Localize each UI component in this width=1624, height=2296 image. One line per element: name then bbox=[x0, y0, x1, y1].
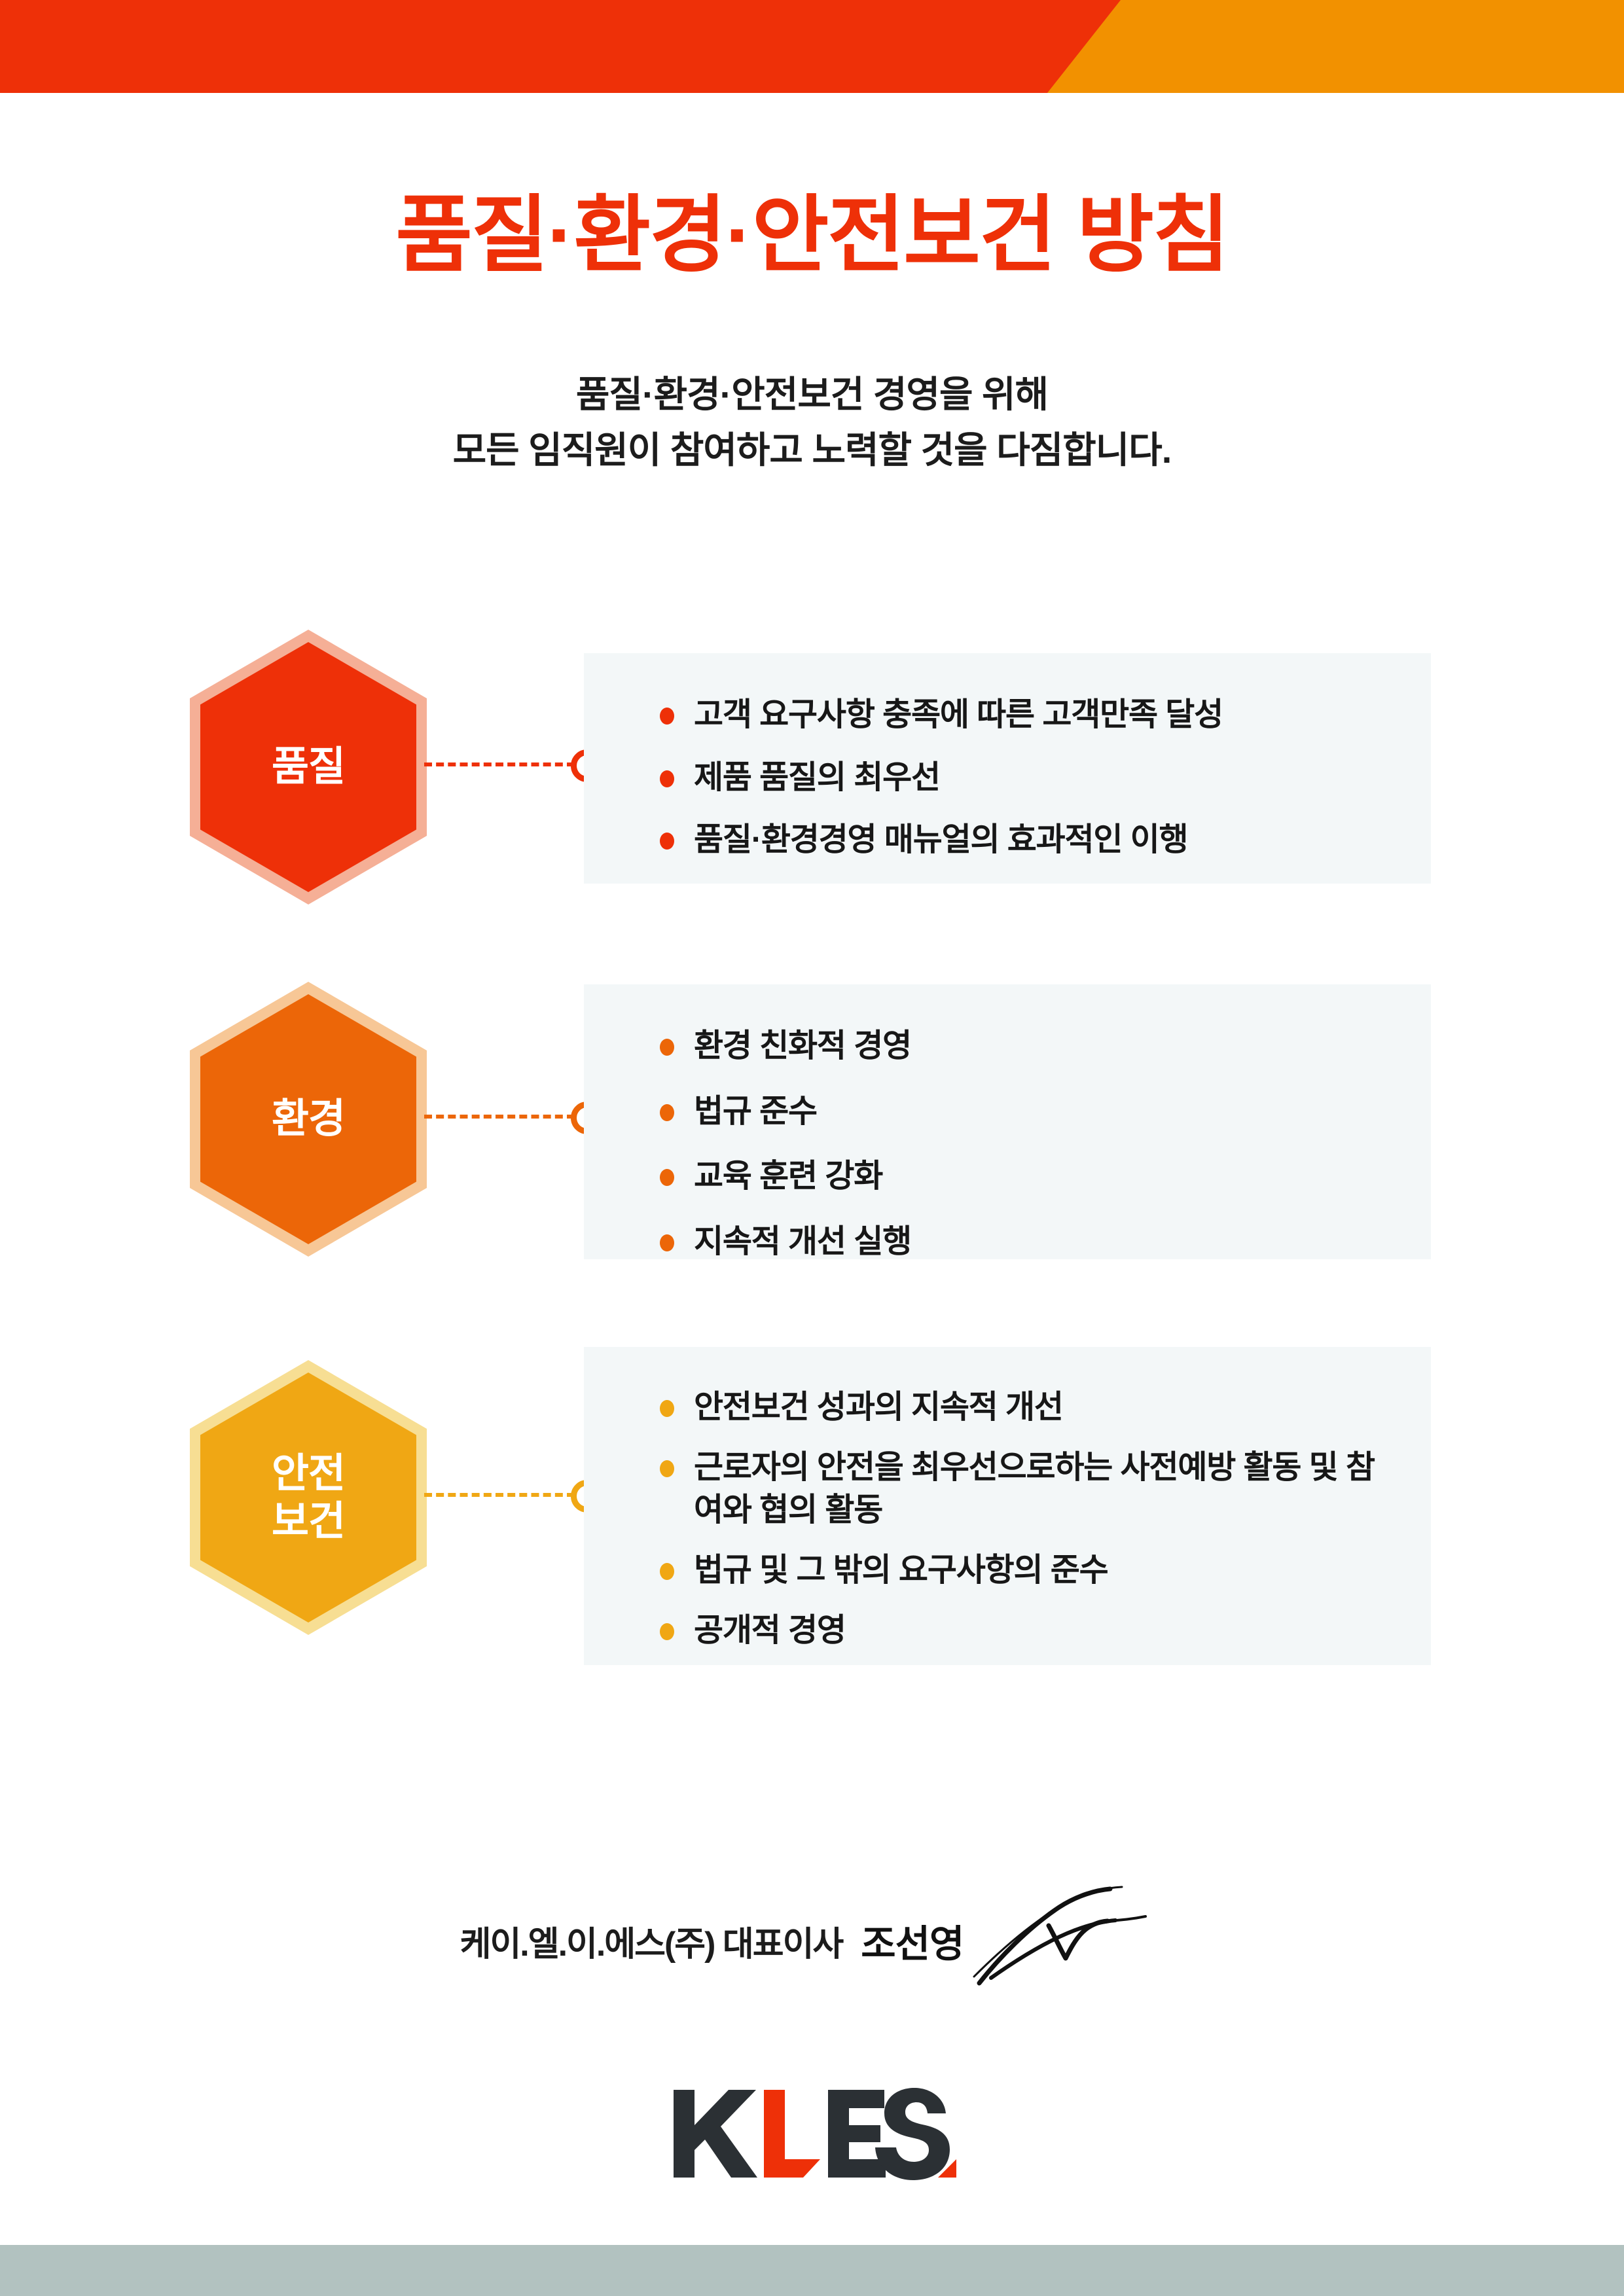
list-item-label: 교육 훈련 강화 bbox=[694, 1158, 883, 1194]
list-item: 지속적 개선 실행 bbox=[656, 1221, 1392, 1264]
footer-bar bbox=[0, 2245, 1624, 2296]
header-red-region bbox=[0, 0, 1121, 93]
list-item-label: 안전보건 성과의 지속적 개선 bbox=[694, 1390, 1064, 1425]
bullet-dot-icon bbox=[660, 833, 674, 850]
list-item-label: 고객 요구사항 충족에 따른 고객만족 달성 bbox=[694, 697, 1223, 732]
company-logo bbox=[0, 2085, 1624, 2183]
bullet-panel-quality: 고객 요구사항 충족에 따른 고객만족 달성 제품 품질의 최우선 품질·환경경… bbox=[584, 653, 1431, 884]
list-item: 고객 요구사항 충족에 따른 고객만족 달성 bbox=[656, 694, 1392, 737]
list-item-label: 근로자의 안전을 최우선으로하는 사전예방 활동 및 참여와 협의 활동 bbox=[694, 1449, 1375, 1528]
hexagon-label-line-1: 안전 bbox=[271, 1450, 346, 1496]
bullet-dot-icon bbox=[660, 1562, 674, 1580]
bullet-dot-icon bbox=[660, 770, 674, 787]
bullet-panel-environment: 환경 친화적 경영 법규 준수 교육 훈련 강화 지속적 개선 실행 bbox=[584, 984, 1431, 1259]
kles-logo-icon bbox=[673, 2088, 956, 2180]
bullet-dot-icon bbox=[660, 1623, 674, 1640]
subtitle-line-1: 품질·환경·안전보건 경영을 위해 bbox=[575, 374, 1049, 415]
hexagon-label: 환경 bbox=[271, 1095, 346, 1143]
list-item-label: 품질·환경경영 매뉴얼의 효과적인 이행 bbox=[694, 822, 1189, 858]
hexagon-label-line-2: 보건 bbox=[271, 1499, 346, 1544]
bullet-dot-icon bbox=[660, 1400, 674, 1417]
list-item: 근로자의 안전을 최우선으로하는 사전예방 활동 및 참여와 협의 활동 bbox=[656, 1446, 1392, 1532]
bullet-list: 안전보건 성과의 지속적 개선 근로자의 안전을 최우선으로하는 사전예방 활동… bbox=[656, 1386, 1392, 1652]
hexagon-label: 품질 bbox=[271, 743, 346, 791]
list-item-label: 법규 준수 bbox=[694, 1093, 818, 1129]
list-item: 교육 훈련 강화 bbox=[656, 1155, 1392, 1198]
list-item: 법규 및 그 밖의 요구사항의 준수 bbox=[656, 1549, 1392, 1592]
list-item-label: 공개적 경영 bbox=[694, 1612, 846, 1648]
bullet-dot-icon bbox=[660, 708, 674, 725]
policy-section-quality: 품질 고객 요구사항 충족에 따른 고객만족 달성 제품 품질의 최우선 품질·… bbox=[0, 630, 1624, 905]
header-band bbox=[0, 0, 1624, 93]
policy-section-environment: 환경 환경 친화적 경영 법규 준수 교육 훈련 강화 지속적 개선 실행 bbox=[0, 982, 1624, 1259]
dashed-connector-line bbox=[424, 1115, 575, 1119]
bullet-dot-icon bbox=[660, 1103, 674, 1121]
hexagon-badge-quality: 품질 bbox=[190, 630, 427, 905]
list-item: 안전보건 성과의 지속적 개선 bbox=[656, 1386, 1392, 1429]
hexagon-inner-fill: 안전 보건 bbox=[200, 1372, 416, 1623]
list-item-label: 환경 친화적 경영 bbox=[694, 1028, 912, 1064]
hexagon-label-line-1: 환경 bbox=[271, 1096, 346, 1142]
list-item: 법규 준수 bbox=[656, 1090, 1392, 1134]
bullet-dot-icon bbox=[660, 1039, 674, 1056]
page-title: 품질·환경·안전보건 방침 bbox=[395, 188, 1229, 282]
signature-name: 조선영 bbox=[861, 1923, 964, 1965]
bullet-panel-safety-health: 안전보건 성과의 지속적 개선 근로자의 안전을 최우선으로하는 사전예방 활동… bbox=[584, 1347, 1431, 1665]
bullet-list: 환경 친화적 경영 법규 준수 교육 훈련 강화 지속적 개선 실행 bbox=[656, 1025, 1392, 1264]
signature-block: 케이.엘.이.에스(주) 대표이사 조선영 bbox=[0, 1885, 1624, 1996]
list-item: 제품 품질의 최우선 bbox=[656, 757, 1392, 800]
bullet-dot-icon bbox=[660, 1460, 674, 1477]
page-subtitle: 품질·환경·안전보건 경영을 위해 모든 임직원이 참여하고 노력할 것을 다짐… bbox=[0, 367, 1624, 478]
hexagon-badge-safety-health: 안전 보건 bbox=[190, 1360, 427, 1635]
hexagon-badge-environment: 환경 bbox=[190, 982, 427, 1257]
bullet-dot-icon bbox=[660, 1234, 674, 1251]
list-item-label: 법규 및 그 밖의 요구사항의 준수 bbox=[694, 1552, 1109, 1588]
list-item: 품질·환경경영 매뉴얼의 효과적인 이행 bbox=[656, 819, 1392, 862]
list-item-label: 지속적 개선 실행 bbox=[694, 1223, 912, 1259]
dashed-connector-line bbox=[424, 762, 575, 766]
dashed-connector-line bbox=[424, 1493, 575, 1497]
signature-organization: 케이.엘.이.에스(주) 대표이사 bbox=[460, 1925, 844, 1964]
list-item: 공개적 경영 bbox=[656, 1609, 1392, 1653]
policy-section-safety-health: 안전 보건 안전보건 성과의 지속적 개선 근로자의 안전을 최우선으로하는 사… bbox=[0, 1347, 1624, 1665]
bullet-dot-icon bbox=[660, 1169, 674, 1187]
hexagon-label: 안전 보건 bbox=[271, 1450, 346, 1545]
subtitle-line-2: 모든 임직원이 참여하고 노력할 것을 다짐합니다. bbox=[452, 429, 1172, 471]
list-item: 환경 친화적 경영 bbox=[656, 1025, 1392, 1068]
hexagon-label-line-1: 품질 bbox=[271, 744, 346, 790]
handwritten-signature-icon bbox=[973, 1886, 1147, 1986]
bullet-list: 고객 요구사항 충족에 따른 고객만족 달성 제품 품질의 최우선 품질·환경경… bbox=[656, 694, 1392, 862]
list-item-label: 제품 품질의 최우선 bbox=[694, 759, 941, 795]
